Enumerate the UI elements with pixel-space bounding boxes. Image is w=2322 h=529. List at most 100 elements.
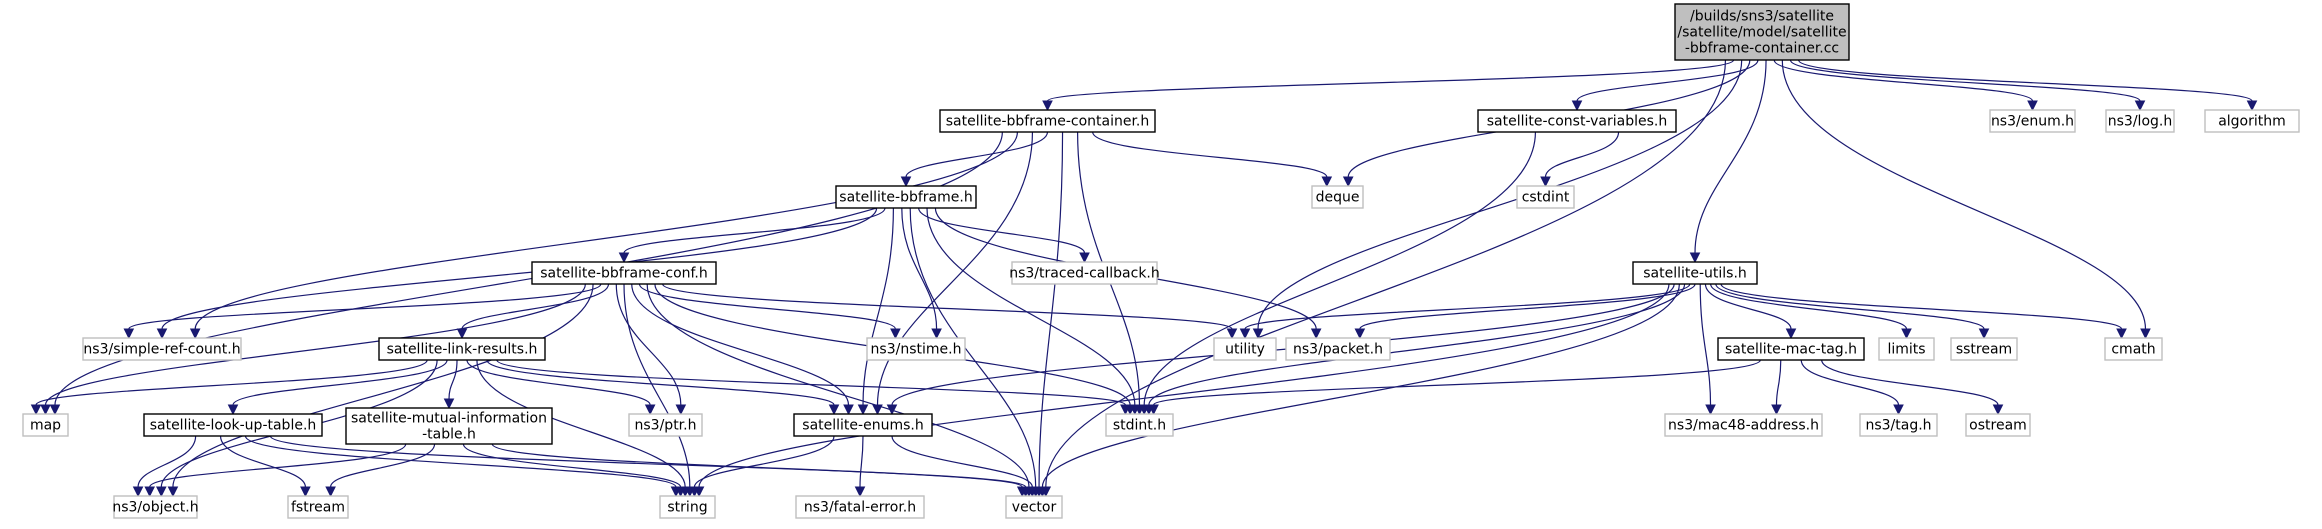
node-mutual-info-h[interactable]: satellite-mutual-information-table.h bbox=[345, 407, 553, 445]
edge-arrowhead bbox=[857, 404, 869, 416]
edge-bbframe_container_h-to-enums_h bbox=[872, 131, 1034, 416]
node-box bbox=[1213, 337, 1277, 361]
edge-utils_h-to-limits bbox=[1710, 283, 1912, 340]
edge-root-to-enum_h bbox=[1773, 59, 2038, 112]
edge-arrowhead bbox=[325, 486, 336, 498]
node-const-vars-h[interactable]: satellite-const-variables.h bbox=[1477, 109, 1677, 133]
edge-line bbox=[623, 283, 691, 488]
edge-line bbox=[1797, 59, 2253, 102]
node-box bbox=[1878, 337, 1935, 361]
edge-mac_tag_h-to-ostream bbox=[1821, 359, 2004, 416]
node-label: vector bbox=[1012, 500, 1057, 516]
node-algorithm: algorithm bbox=[2204, 109, 2300, 133]
edge-const_vars_h-to-stdint_h bbox=[1138, 131, 1537, 416]
edge-line bbox=[35, 359, 428, 406]
edge-line bbox=[891, 283, 1675, 406]
node-root[interactable]: /builds/sns3/satellite/satellite/model/s… bbox=[1674, 3, 1850, 61]
edge-line bbox=[926, 207, 1136, 406]
node-label: /builds/sns3/satellite bbox=[1690, 9, 1834, 25]
edge-bbframe_container_h-to-simple_ref bbox=[189, 131, 1018, 340]
edge-line bbox=[461, 283, 610, 330]
node-bbframe-h[interactable]: satellite-bbframe.h bbox=[835, 185, 977, 209]
edge-bbframe_container_h-to-deque bbox=[1092, 131, 1333, 188]
node-label: satellite-enums.h bbox=[802, 418, 923, 434]
node-box bbox=[287, 495, 349, 519]
node-label: satellite-mutual-information bbox=[351, 411, 547, 427]
edge-bbframe_h-to-enums_h bbox=[857, 207, 894, 416]
node-simple-ref: ns3/simple-ref-count.h bbox=[82, 337, 242, 361]
edge-arrowhead bbox=[123, 328, 135, 340]
edge-line bbox=[859, 435, 864, 488]
edge-arrowhead bbox=[156, 328, 168, 340]
node-box bbox=[1989, 109, 2076, 133]
node-label: satellite-const-variables.h bbox=[1487, 114, 1668, 130]
node-cstdint: cstdint bbox=[1516, 185, 1575, 209]
edge-arrowhead bbox=[1079, 252, 1090, 264]
node-label: /satellite/model/satellite bbox=[1677, 25, 1846, 41]
node-box bbox=[22, 413, 69, 437]
edge-arrowhead bbox=[300, 486, 311, 498]
edge-line bbox=[638, 283, 897, 330]
node-lookup-h[interactable]: satellite-look-up-table.h bbox=[143, 413, 323, 437]
edge-line bbox=[862, 207, 894, 406]
edge-arrowhead bbox=[456, 328, 468, 340]
edge-line bbox=[219, 435, 306, 488]
node-tag-h: ns3/tag.h bbox=[1859, 413, 1938, 437]
edge-arrowhead bbox=[2134, 100, 2146, 112]
edge-arrowhead bbox=[2027, 100, 2038, 112]
edge-line bbox=[486, 359, 835, 406]
node-label: satellite-mac-tag.h bbox=[1725, 342, 1857, 358]
edge-arrowhead bbox=[1540, 176, 1551, 188]
node-sstream: sstream bbox=[1950, 337, 2018, 361]
edge-arrowhead bbox=[675, 404, 687, 416]
edge-mac_tag_h-to-tag_h bbox=[1800, 359, 1904, 416]
edge-bbframe_conf_h-to-simple_ref bbox=[123, 283, 602, 340]
edge-arrowhead bbox=[644, 404, 656, 416]
edge-arrowhead bbox=[1901, 328, 1912, 340]
node-mac-tag-h[interactable]: satellite-mac-tag.h bbox=[1717, 337, 1865, 361]
edge-line bbox=[623, 207, 886, 254]
edge-arrowhead bbox=[2246, 100, 2258, 112]
edge-utils_h-to-cmath bbox=[1720, 283, 2127, 340]
node-ostream: ostream bbox=[1965, 413, 2031, 437]
edge-line bbox=[232, 359, 448, 406]
node-utils-h[interactable]: satellite-utils.h bbox=[1632, 261, 1758, 285]
node-bbframe-conf-h[interactable]: satellite-bbframe-conf.h bbox=[531, 261, 717, 285]
edge-line bbox=[1800, 359, 1900, 406]
edge-line bbox=[876, 131, 1034, 406]
edge-arrowhead bbox=[1027, 486, 1038, 498]
edge-mutual_info_h-to-object_h bbox=[144, 443, 407, 498]
edge-arrowhead bbox=[1771, 404, 1782, 416]
edge-arrowhead bbox=[1978, 328, 1990, 340]
edge-line bbox=[1775, 359, 1782, 406]
edge-arrowhead bbox=[1239, 328, 1251, 340]
edges-layer bbox=[30, 59, 2258, 498]
node-box bbox=[531, 261, 717, 285]
edge-utils_h-to-mac48 bbox=[1699, 283, 1716, 416]
edge-line bbox=[1092, 131, 1328, 178]
node-link-results-h[interactable]: satellite-link-results.h bbox=[378, 337, 546, 361]
edge-arrowhead bbox=[854, 486, 866, 498]
node-box bbox=[1005, 495, 1063, 519]
edge-line bbox=[194, 131, 1018, 330]
edge-mac_tag_h-to-stdint_h bbox=[1148, 359, 1761, 416]
node-log-h: ns3/log.h bbox=[2105, 109, 2175, 133]
edge-enums_h-to-vector bbox=[891, 435, 1038, 498]
node-bbframe-container-h[interactable]: satellite-bbframe-container.h bbox=[939, 109, 1156, 133]
node-cmath: cmath bbox=[2104, 337, 2163, 361]
edge-line bbox=[1046, 59, 1735, 102]
node-stdint-h: stdint.h bbox=[1105, 413, 1174, 437]
edge-bbframe_h-to-bbframe_conf_h bbox=[618, 207, 886, 264]
node-string: string bbox=[659, 495, 716, 519]
edge-bbframe_container_h-to-vector bbox=[1033, 131, 1064, 498]
edge-line bbox=[128, 283, 602, 330]
node-label: ns3/nstime.h bbox=[871, 342, 962, 358]
node-box bbox=[1011, 261, 1158, 285]
edge-line bbox=[1148, 283, 1686, 406]
edge-line bbox=[1544, 131, 1620, 178]
edge-line bbox=[901, 207, 938, 330]
node-enums-h[interactable]: satellite-enums.h bbox=[793, 413, 933, 437]
edge-line bbox=[1359, 283, 1696, 330]
node-label: satellite-look-up-table.h bbox=[150, 418, 317, 434]
